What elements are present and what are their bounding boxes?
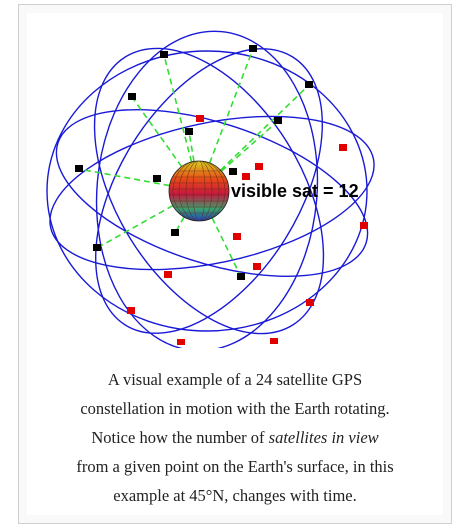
satellite-hidden (177, 339, 185, 345)
figure-frame: visible sat = 12 A visual example of a 2… (18, 4, 452, 524)
satellite-hidden (306, 299, 314, 306)
satellite-hidden (196, 115, 204, 122)
satellite-visible (171, 229, 179, 236)
satellite-visible (237, 273, 245, 280)
caption-emphasis: satellites in view (268, 428, 379, 447)
satellite-visible (274, 117, 282, 124)
caption-line: A visual example of a 24 satellite GPS (107, 370, 363, 389)
hidden-satellites (127, 115, 368, 345)
orbit-ellipses (46, 30, 375, 348)
satellite-hidden (253, 263, 261, 270)
satellite-hidden (233, 233, 241, 240)
caption-text: Notice how the number of (91, 428, 269, 447)
satellite-visible (93, 244, 101, 251)
visible-satellites (75, 45, 313, 280)
earth-globe (168, 160, 230, 222)
figure-caption: A visual example of a 24 satellite GPS c… (27, 365, 443, 510)
satellite-visible (185, 128, 193, 135)
satellite-hidden (339, 144, 347, 151)
figure-inner: visible sat = 12 A visual example of a 2… (27, 13, 443, 515)
visible-satellite-count: visible sat = 12 (231, 181, 359, 201)
gps-constellation-animation[interactable]: visible sat = 12 (27, 13, 443, 348)
satellite-hidden (360, 222, 368, 229)
satellite-visible (128, 93, 136, 100)
satellite-visible (160, 51, 168, 58)
satellite-hidden (255, 163, 263, 170)
satellite-visible (229, 168, 237, 175)
satellite-hidden (164, 271, 172, 278)
satellite-visible (153, 175, 161, 182)
satellite-visible (249, 45, 257, 52)
caption-line: from a given point on the Earth's surfac… (76, 457, 394, 476)
caption-line: example at 45°N, changes with time. (113, 486, 357, 505)
satellite-hidden (242, 173, 250, 180)
satellite-visible (305, 81, 313, 88)
caption-line: constellation in motion with the Earth r… (80, 399, 390, 418)
caption-line: Notice how the number of satellites in v… (27, 423, 443, 452)
satellite-hidden (270, 338, 278, 344)
satellite-visible (75, 165, 83, 172)
satellite-hidden (127, 307, 135, 314)
